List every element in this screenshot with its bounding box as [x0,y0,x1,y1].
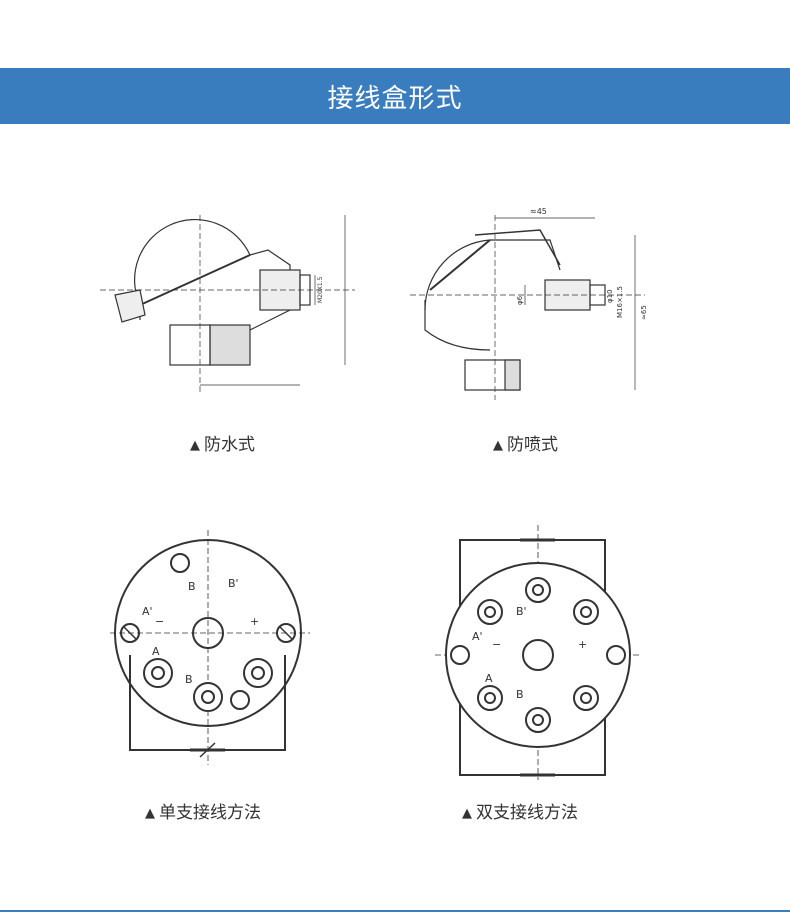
d10-dimension: φ10 [606,289,614,303]
double-wiring-diagram: B' A' A B + − [435,525,640,780]
bottom-divider [0,910,790,912]
label-b-lower: B [185,673,193,686]
caption-text: 防喷式 [507,435,558,455]
label-b: B [516,688,524,701]
single-wiring-diagram: B B' A' A B − + [110,530,310,765]
caption-text: 单支接线方法 [159,803,261,823]
sprayproof-box-drawing: ≈45 φ6 φ10 M16×1.5 ≈65 [410,207,648,400]
label-a: A [152,645,160,658]
caption-text: 双支接线方法 [476,803,578,823]
section-title: 接线盒形式 [327,83,463,114]
label-minus: − [155,615,164,628]
label-b-prime: B' [516,605,527,618]
single-wiring-caption: ▲ 单支接线方法 [145,798,261,823]
thread-dimension: M20X1.5 [317,276,324,303]
label-a-prime: A' [472,630,483,643]
triangle-icon: ▲ [462,806,472,821]
double-wiring-caption: ▲ 双支接线方法 [462,798,578,823]
label-b-prime: B' [228,577,239,590]
label-a: A [485,672,493,685]
triangle-icon: ▲ [190,438,200,453]
label-plus: + [250,615,259,628]
top-dimension: ≈45 [530,207,547,216]
section-header-banner: 接线盒形式 [0,68,790,124]
thread-dimension: M16×1.5 [616,286,624,318]
waterproof-box-drawing: M20X1.5 [100,215,355,395]
waterproof-caption: ▲ 防水式 [190,430,255,455]
sprayproof-caption: ▲ 防喷式 [493,430,558,455]
label-plus: + [578,638,587,651]
d6-dimension: φ6 [516,295,524,305]
triangle-icon: ▲ [145,806,155,821]
label-b: B [188,580,196,593]
caption-text: 防水式 [204,435,255,455]
height-dimension: ≈65 [640,305,648,320]
label-minus: − [492,638,501,651]
label-a-prime: A' [142,605,153,618]
triangle-icon: ▲ [493,438,503,453]
